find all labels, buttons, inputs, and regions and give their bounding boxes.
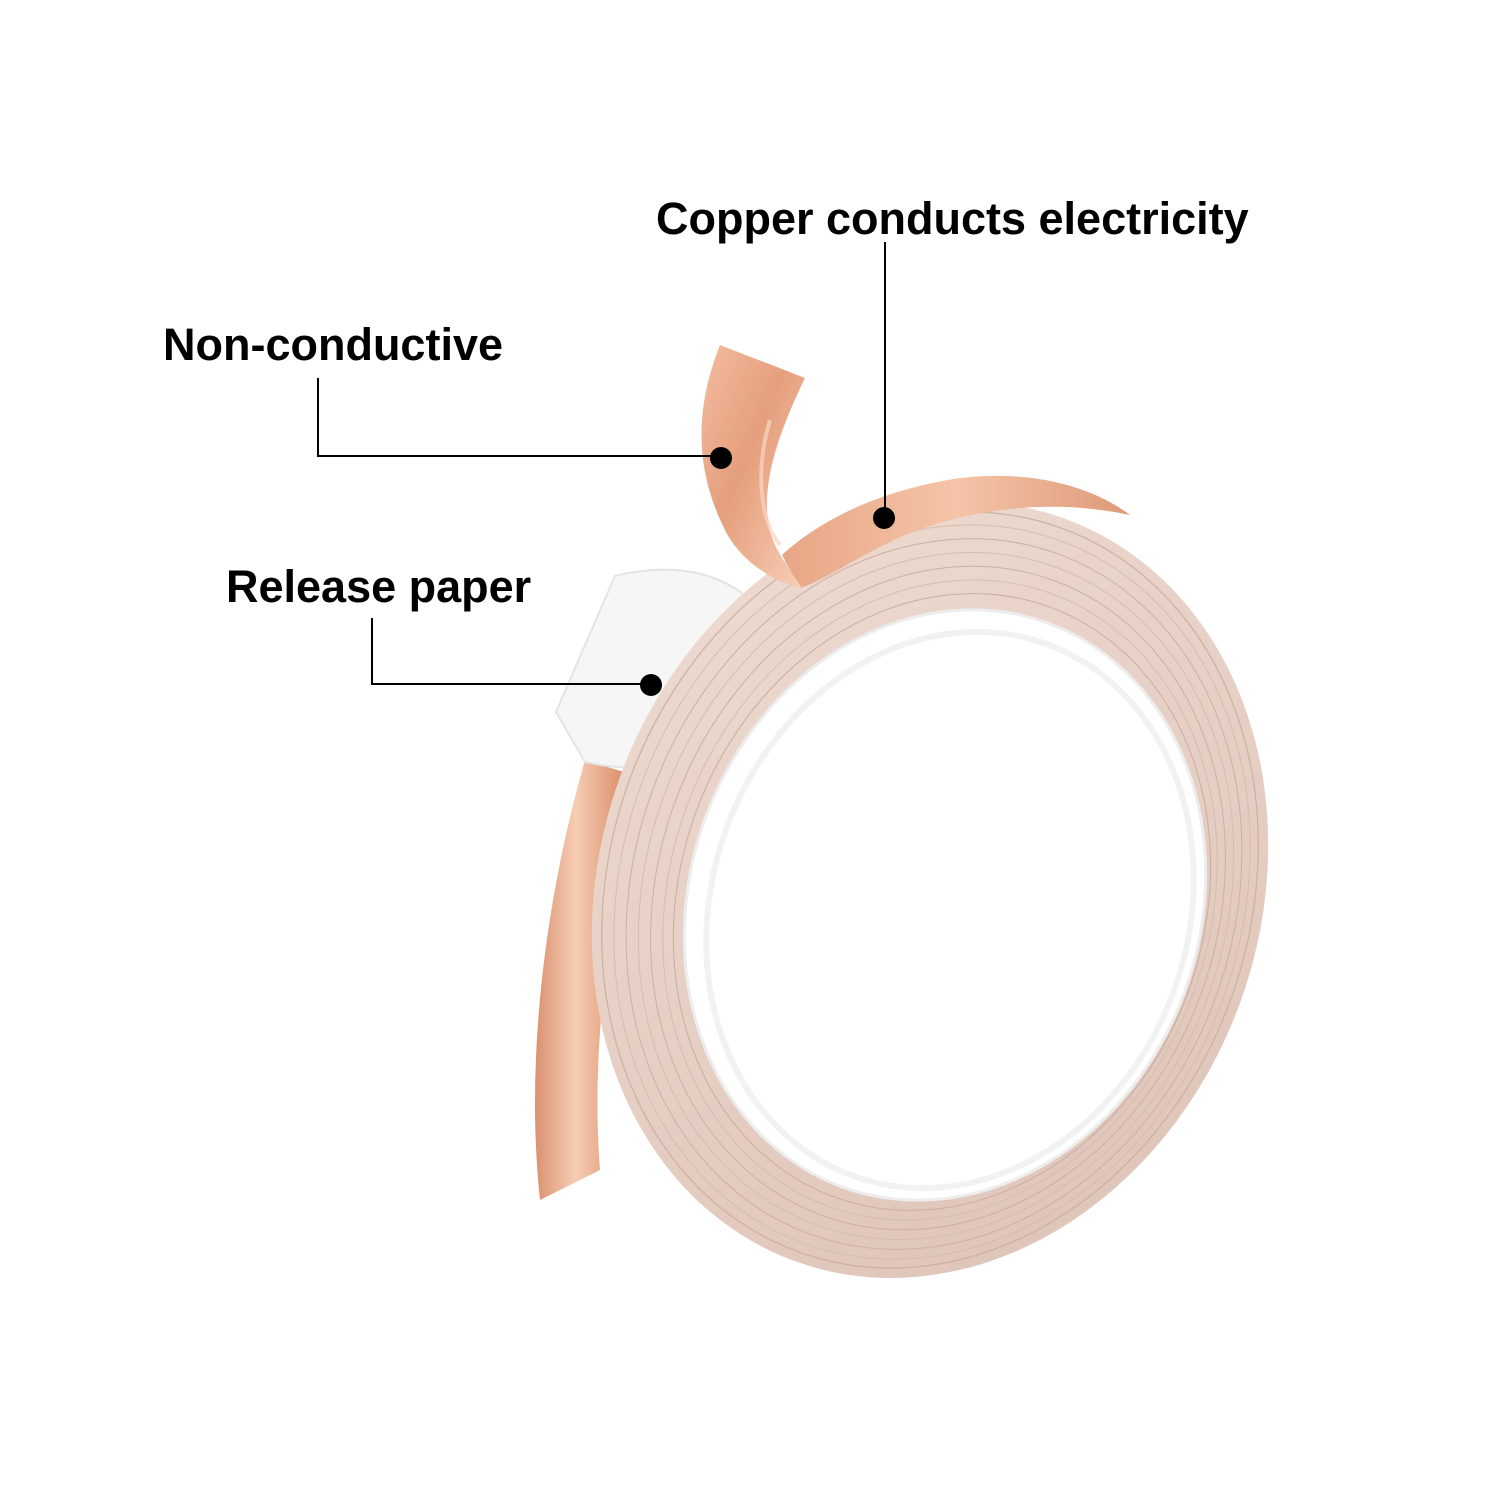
callout-copper-conducts: Copper conducts electricity xyxy=(656,193,1249,244)
copper-roll-top xyxy=(782,475,1130,588)
leader-lines xyxy=(317,242,886,685)
callout-non-conductive: Non-conductive xyxy=(163,319,504,370)
callout-dot-icon xyxy=(640,674,662,696)
copper-flap xyxy=(701,345,805,588)
callout-release-paper: Release paper xyxy=(226,561,532,612)
callout-dot-icon xyxy=(873,507,895,529)
leader-release xyxy=(371,618,650,685)
callout-dot-icon xyxy=(710,447,732,469)
leader-nonconductive xyxy=(317,378,720,457)
tape-roll-core xyxy=(682,608,1208,1202)
